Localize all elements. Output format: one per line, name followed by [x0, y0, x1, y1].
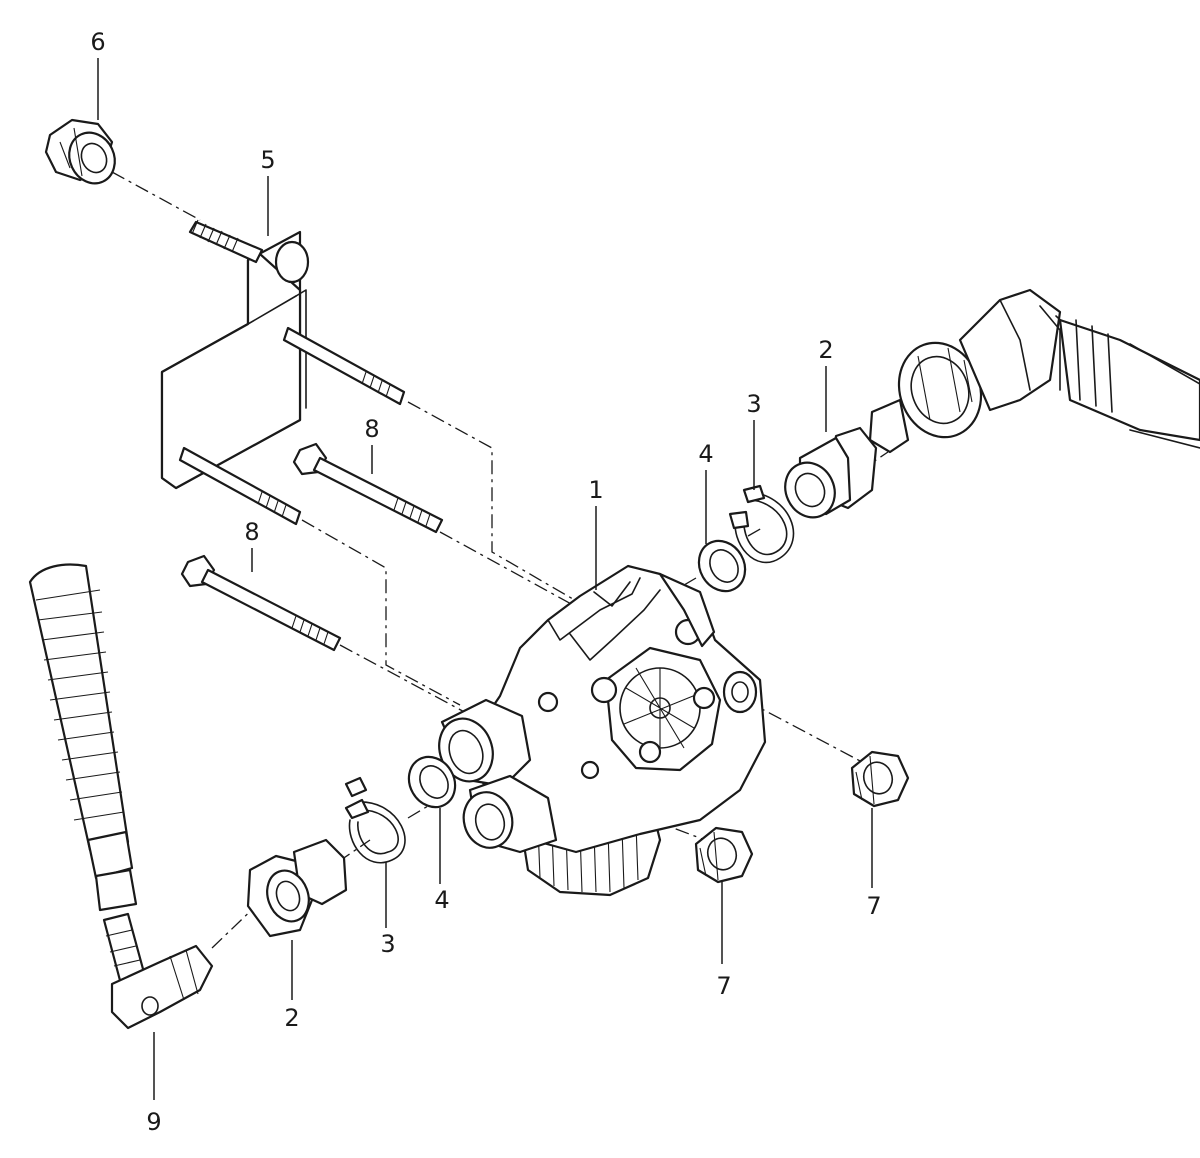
callout-3-upper: 3 [746, 390, 761, 418]
callout-8-upper: 8 [364, 415, 379, 443]
bolt-part-8-lower [180, 554, 342, 652]
seal-ring-part-4-upper [697, 539, 747, 593]
bracket-part-5 [160, 219, 406, 526]
callout-4-lower: 4 [434, 886, 449, 914]
elbow-connector-part-9 [102, 912, 214, 1030]
seal-ring-part-4-lower [407, 755, 457, 809]
callout-7-right: 7 [866, 892, 881, 920]
callout-3-lower: 3 [380, 930, 395, 958]
callout-5: 5 [260, 146, 275, 174]
callout-numbers: 6 5 2 3 8 4 1 8 7 4 3 7 2 9 [90, 28, 881, 1136]
circlip-part-3-upper [728, 484, 795, 564]
circlip-part-3-lower [344, 776, 406, 864]
flange-nut-part-6 [44, 118, 116, 185]
fitting-part-2-upper [784, 426, 878, 519]
hose-assembly-upper-right [868, 288, 1200, 454]
nut-part-7-right [850, 750, 910, 808]
callout-6: 6 [90, 28, 105, 56]
callout-4-upper: 4 [698, 440, 713, 468]
callout-1: 1 [588, 476, 603, 504]
leader-lines [97, 58, 873, 1100]
valve-body-part-1 [438, 564, 767, 897]
fitting-part-2-lower [246, 838, 348, 938]
callout-8-lower: 8 [244, 518, 259, 546]
callout-2-upper: 2 [818, 336, 833, 364]
bolt-part-8-upper [292, 442, 444, 534]
callout-7-center: 7 [716, 972, 731, 1000]
nut-part-7-center [694, 826, 754, 884]
corrugated-hose-left [28, 563, 138, 912]
callout-9: 9 [146, 1108, 161, 1136]
callout-2-lower: 2 [284, 1004, 299, 1032]
